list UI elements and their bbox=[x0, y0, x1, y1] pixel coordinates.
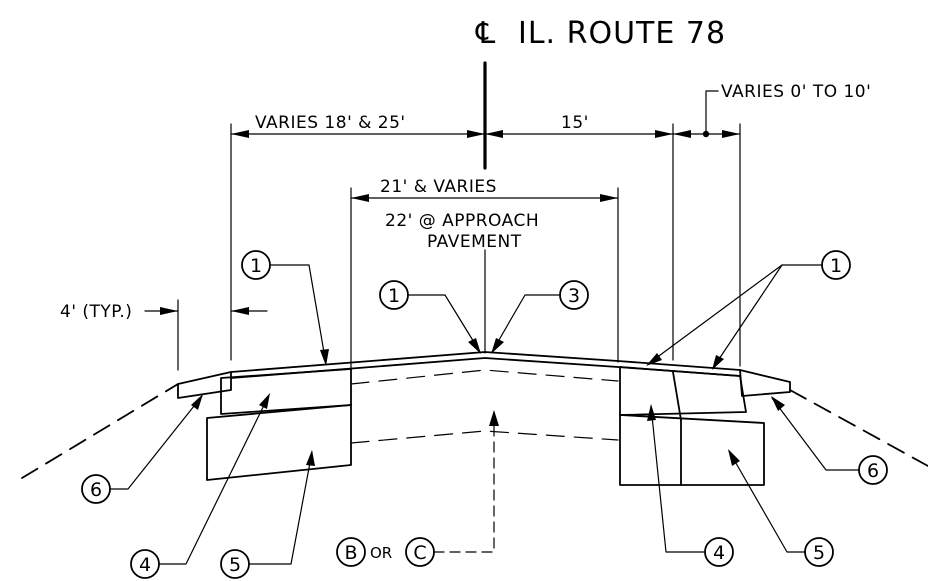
callout-1-right: 1 bbox=[830, 255, 842, 277]
arrowhead bbox=[259, 393, 270, 409]
route-title: IL. ROUTE 78 bbox=[518, 16, 726, 51]
leader-6-left bbox=[109, 395, 203, 490]
callout-4-left: 4 bbox=[139, 554, 151, 576]
callout-B: B bbox=[344, 542, 357, 564]
left-shoulder-wedge bbox=[177, 371, 232, 399]
callout-1-center: 1 bbox=[388, 285, 400, 307]
callout-3: 3 bbox=[568, 285, 580, 307]
left-subbase-block-5 bbox=[206, 404, 352, 481]
arrowhead bbox=[231, 307, 249, 315]
right-slope bbox=[789, 389, 928, 467]
arrowhead bbox=[491, 338, 504, 354]
arrowhead bbox=[160, 307, 178, 315]
arrowhead bbox=[320, 349, 329, 366]
right-base-block-4 bbox=[619, 366, 747, 416]
arrowhead bbox=[231, 130, 249, 138]
callout-6-left: 6 bbox=[90, 479, 102, 501]
center-layer-dashed bbox=[350, 369, 619, 385]
left-width-label: VARIES 18' & 25' bbox=[255, 113, 406, 133]
right-subbase-block bbox=[619, 414, 765, 486]
leader-4-left bbox=[158, 394, 270, 565]
pavement-surface-top bbox=[230, 351, 741, 373]
approach-label-line1: 22' @ APPROACH bbox=[385, 211, 539, 231]
leader-6-right bbox=[771, 397, 860, 471]
leader-B-or-C bbox=[433, 411, 495, 553]
arrowhead bbox=[351, 194, 369, 202]
right-shoulder-wedge bbox=[739, 369, 791, 397]
arrowhead bbox=[728, 449, 740, 466]
arrowhead bbox=[771, 396, 785, 411]
callout-circle bbox=[336, 537, 366, 567]
right-width-label: 15' bbox=[561, 113, 589, 133]
leader-3 bbox=[491, 294, 561, 353]
callout-1-left: 1 bbox=[250, 255, 262, 277]
callout-4-right: 4 bbox=[713, 542, 725, 564]
approach-label-line2: PAVEMENT bbox=[427, 232, 522, 252]
pavement-width-label: 21' & VARIES bbox=[380, 177, 497, 197]
callout-5-left: 5 bbox=[229, 554, 241, 576]
left-slope bbox=[21, 383, 179, 479]
right-block-divider bbox=[672, 371, 682, 421]
callout-6-right: 6 bbox=[867, 460, 879, 482]
pavement-surface-bottom bbox=[230, 357, 741, 379]
arrowhead bbox=[655, 130, 673, 138]
arrowhead bbox=[722, 130, 740, 138]
leader-1-right-b bbox=[712, 264, 783, 369]
arrowhead bbox=[647, 404, 656, 421]
leader-4-right bbox=[650, 405, 706, 553]
typ-offset-label: 4' (TYP.) bbox=[60, 302, 132, 322]
arrowhead bbox=[600, 194, 618, 202]
centerline-symbol: ℄ bbox=[475, 16, 496, 51]
arrowhead bbox=[646, 353, 662, 366]
leader-5-left bbox=[248, 451, 313, 565]
arrowhead bbox=[673, 130, 691, 138]
or-word: OR bbox=[370, 544, 392, 562]
right-shoulder-label: VARIES 0' TO 10' bbox=[721, 82, 871, 102]
callout-C: C bbox=[413, 542, 426, 564]
arrowhead bbox=[489, 410, 499, 426]
callout-5-right: 5 bbox=[813, 542, 825, 564]
leader-5-right bbox=[728, 450, 806, 553]
leader-1-left bbox=[269, 264, 327, 365]
arrowhead bbox=[191, 394, 203, 410]
arrowhead bbox=[467, 130, 485, 138]
arrowhead bbox=[485, 130, 503, 138]
leader-1-right-a bbox=[647, 264, 823, 365]
leader-1-center bbox=[407, 294, 481, 353]
arrowhead bbox=[468, 338, 481, 354]
arrowhead bbox=[306, 450, 315, 466]
arrowhead bbox=[712, 355, 724, 370]
center-bottom-dashed bbox=[350, 430, 619, 444]
shoulder-leader bbox=[705, 90, 719, 135]
